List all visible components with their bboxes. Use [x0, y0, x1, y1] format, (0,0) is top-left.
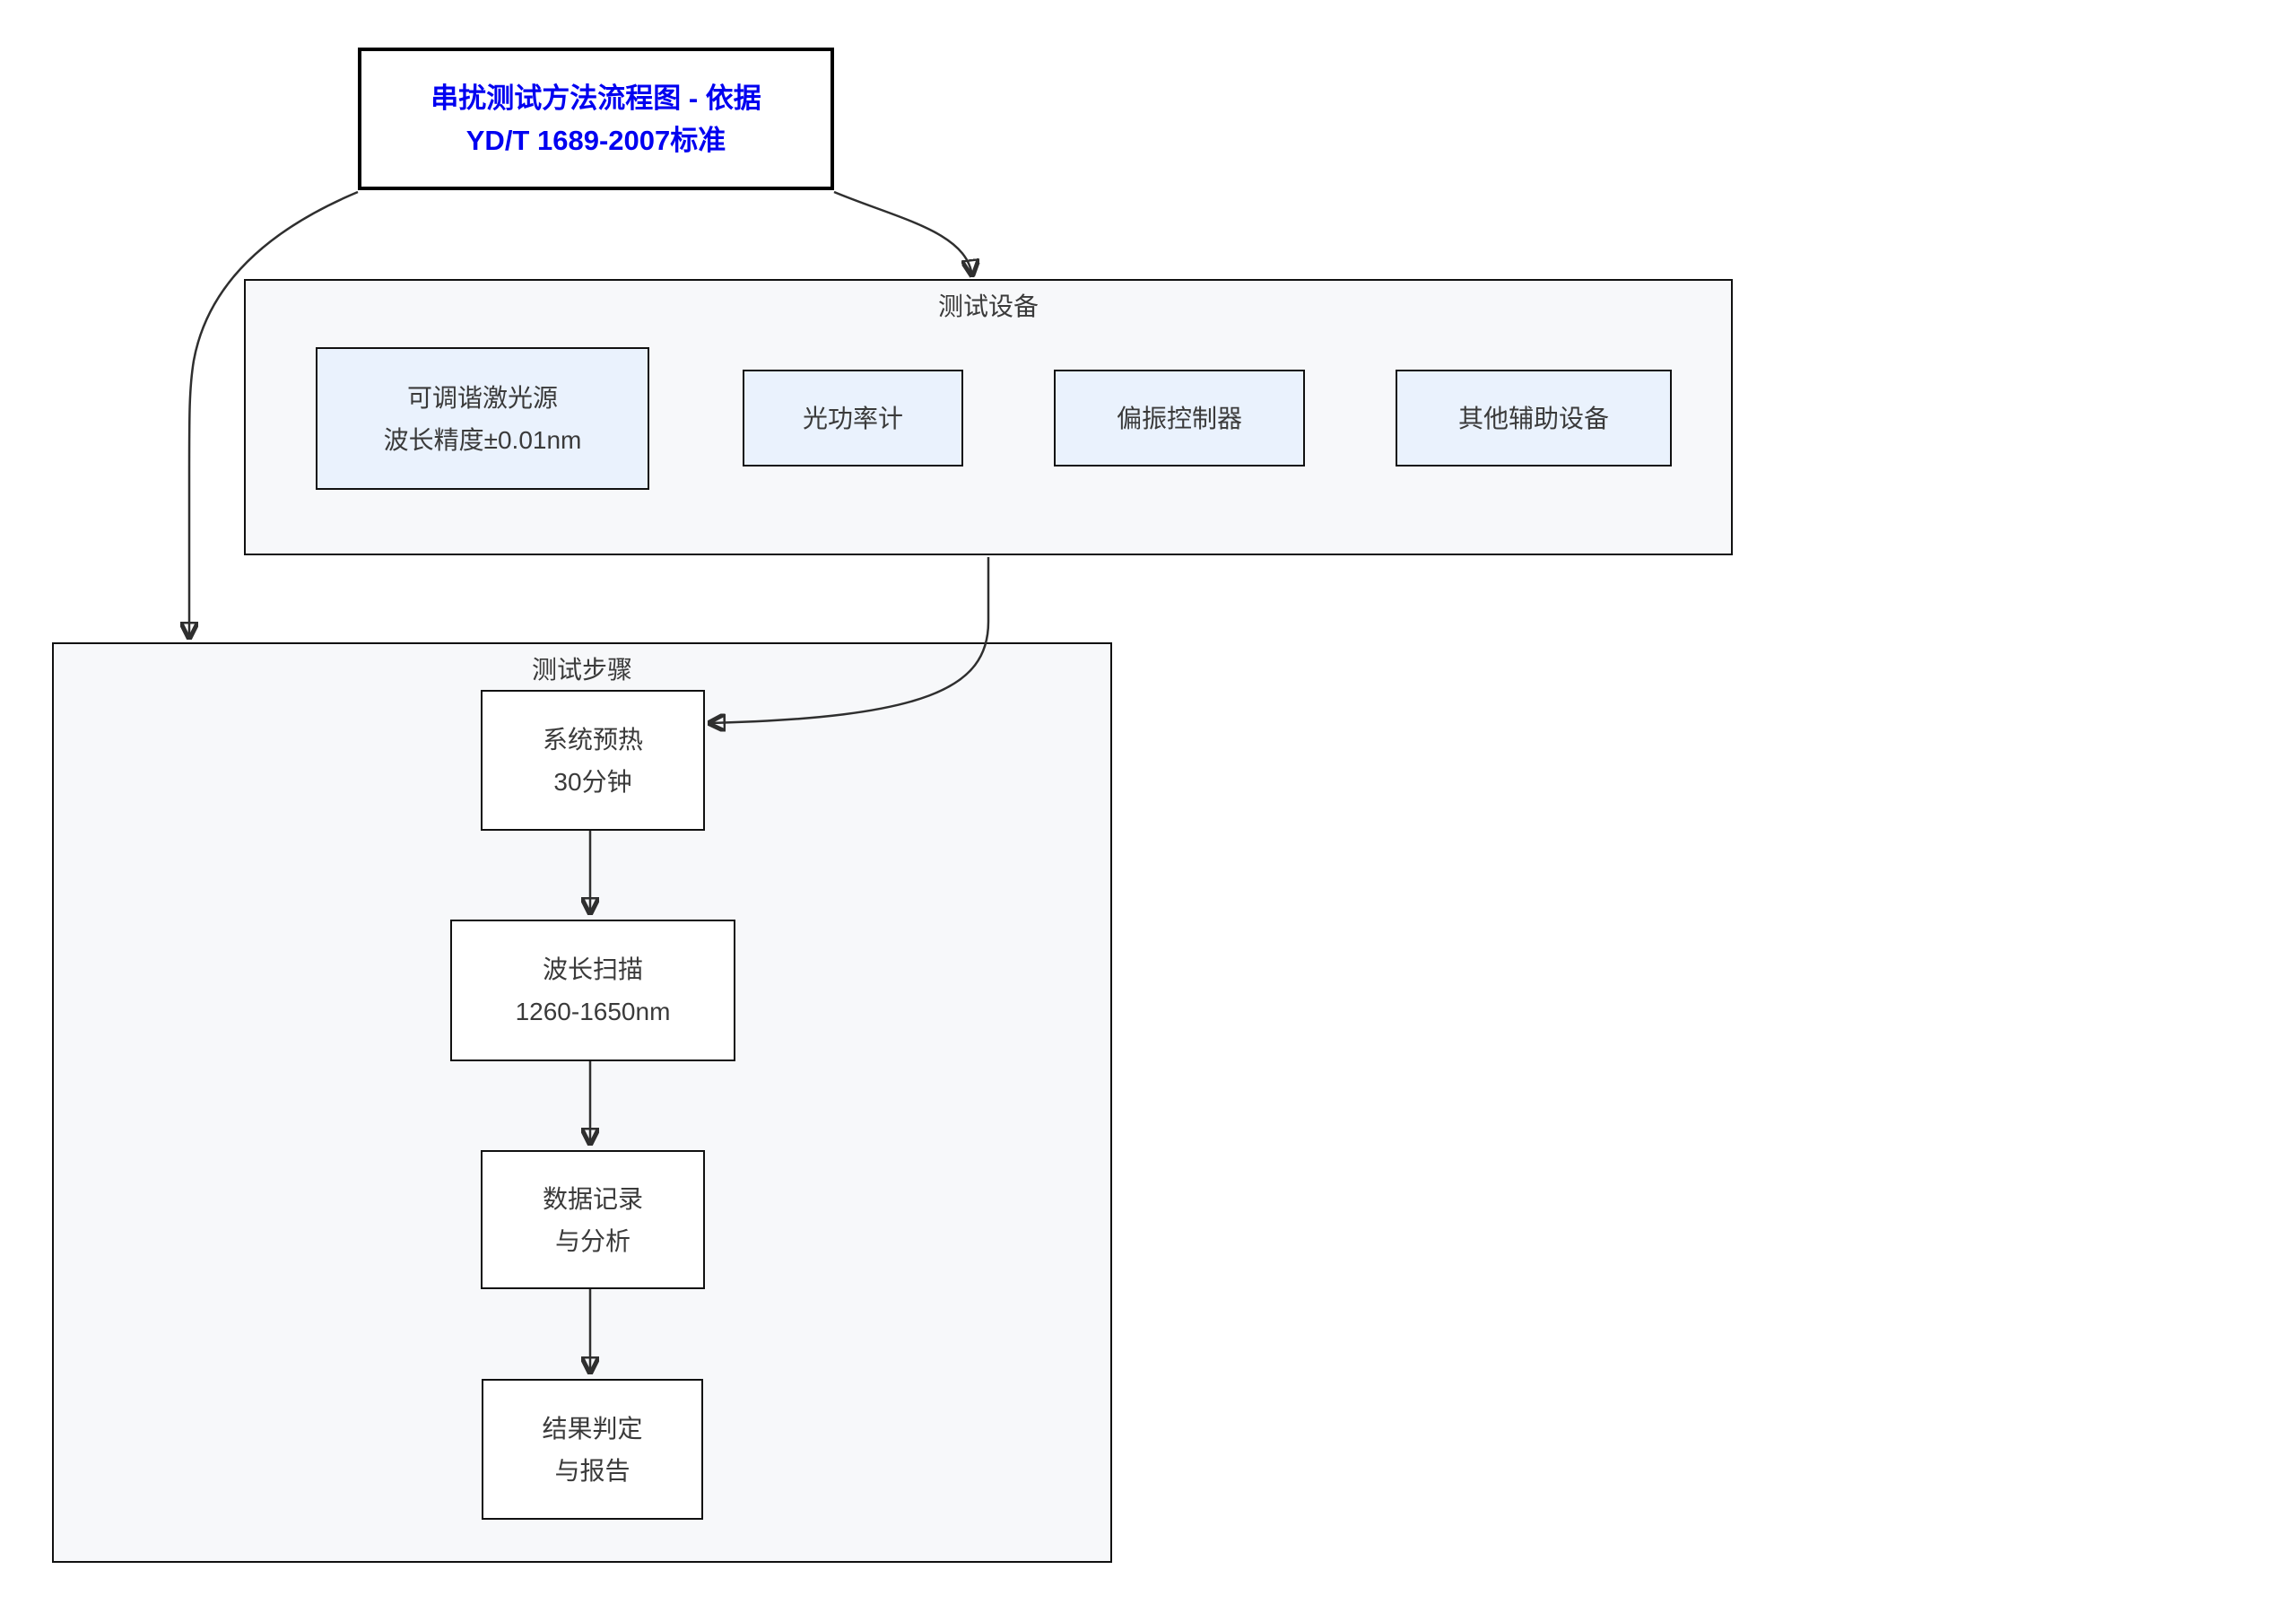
node-wavelength-scan-line-2: 1260-1650nm: [515, 998, 671, 1025]
node-data-record-line-1: 数据记录: [542, 1184, 643, 1213]
node-result-report-line-2: 与报告: [554, 1456, 631, 1485]
equipment-group: 测试设备 可调谐激光源 波长精度±0.01nm 光功率计 偏振控制器 其他辅助设…: [244, 279, 1733, 555]
node-tunable-laser-line-2: 波长精度±0.01nm: [383, 425, 582, 454]
node-wavelength-scan-line-1: 波长扫描: [542, 955, 643, 983]
title-node: 串扰测试方法流程图 - 依据 YD/T 1689-2007标准: [358, 48, 834, 190]
node-polarization-controller-line-1: 偏振控制器: [1116, 404, 1242, 432]
edge-title-to-equipment: [833, 190, 972, 276]
node-auxiliary-equipment: 其他辅助设备: [1396, 370, 1672, 467]
node-data-record: 数据记录 与分析: [481, 1150, 705, 1289]
node-optical-power-meter-line-1: 光功率计: [802, 404, 903, 432]
equipment-group-label: 测试设备: [937, 292, 1039, 320]
node-tunable-laser: 可调谐激光源 波长精度±0.01nm: [316, 347, 649, 490]
node-wavelength-scan: 波长扫描 1260-1650nm: [450, 920, 735, 1061]
title-line-2: YD/T 1689-2007标准: [465, 124, 726, 156]
title-line-1: 串扰测试方法流程图 - 依据: [430, 82, 761, 114]
node-system-warmup-line-2: 30分钟: [553, 767, 632, 796]
node-result-report: 结果判定 与报告: [482, 1379, 703, 1520]
node-auxiliary-equipment-line-1: 其他辅助设备: [1457, 404, 1609, 432]
steps-group: 测试步骤 系统预热 30分钟 波长扫描 1260-1650nm 数据记录 与分析…: [52, 642, 1112, 1563]
node-polarization-controller: 偏振控制器: [1054, 370, 1305, 467]
node-tunable-laser-line-1: 可调谐激光源: [406, 383, 558, 412]
steps-group-label: 测试步骤: [531, 656, 632, 684]
node-optical-power-meter: 光功率计: [743, 370, 963, 467]
node-result-report-line-1: 结果判定: [542, 1414, 643, 1443]
node-data-record-line-2: 与分析: [554, 1226, 631, 1255]
node-system-warmup: 系统预热 30分钟: [481, 690, 705, 831]
node-system-warmup-line-1: 系统预热: [542, 725, 643, 754]
